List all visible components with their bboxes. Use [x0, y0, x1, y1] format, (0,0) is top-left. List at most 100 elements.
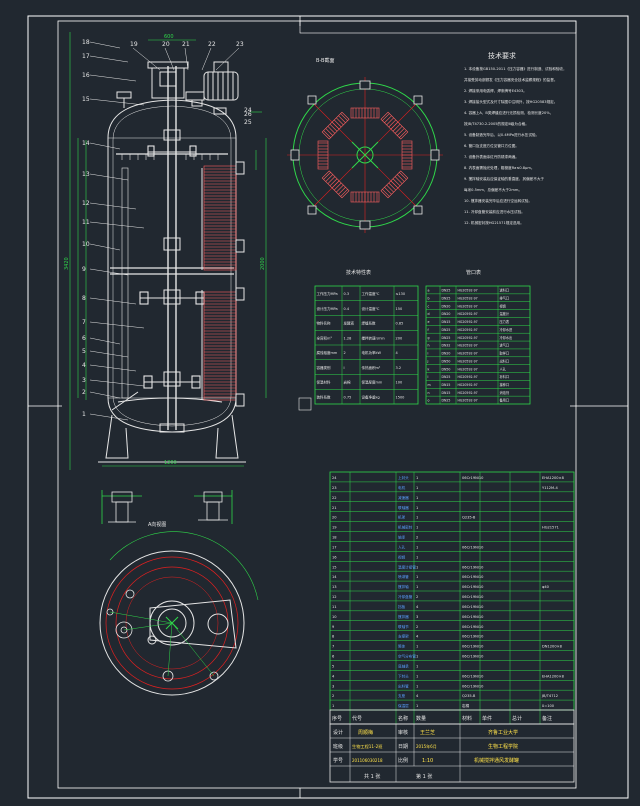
design-cell: 搅拌转速r/min — [362, 335, 385, 340]
head-nozzles — [116, 91, 227, 115]
parts-cell: 3 — [332, 684, 334, 688]
coil-tube — [390, 121, 399, 130]
coil-tube — [323, 130, 331, 138]
nozzle-cell: HG20592-97 — [458, 320, 478, 324]
parts-cell: 19 — [332, 526, 337, 530]
design-cell: 腐蚀裕度mm — [317, 350, 338, 355]
cooling-coils — [203, 165, 237, 401]
leader-line — [89, 173, 129, 181]
nozzle-cell: 取样口 — [500, 351, 510, 356]
coil-tube — [394, 176, 403, 184]
coil-tube — [327, 126, 336, 134]
coil-tube — [340, 189, 348, 197]
coil-tube — [331, 180, 340, 189]
balloon-22: 22 — [208, 41, 216, 48]
school-name: 齐鲁工业大学 — [488, 729, 518, 736]
nozzle-cell: HG20592-97 — [458, 289, 478, 293]
id-label: 学号 — [333, 757, 343, 764]
balloon-26: 26 — [244, 111, 252, 118]
tech-requirement-line: 7. 设备外表面涂红丹防锈漆两遍。 — [464, 154, 519, 159]
parts-cell: 电机 — [398, 485, 406, 490]
fermenter-elevation-view — [98, 61, 246, 463]
parts-header-cell: 序号 — [332, 715, 342, 722]
design-cell: 保温厚度mm — [362, 380, 383, 385]
parts-cell: 06Cr19Ni10 — [462, 655, 484, 659]
parts-cell: 4 — [332, 674, 335, 678]
nozzle-cell: HG20592-97 — [458, 375, 478, 379]
parts-cell: 8 — [332, 635, 335, 639]
balloon-8: 8 — [82, 295, 86, 302]
parts-cell: 减速器 — [398, 495, 409, 500]
coil-tube — [397, 174, 405, 182]
nozzle-cell: 人孔 — [500, 366, 507, 371]
nozzle-cell: HG20592-97 — [458, 336, 478, 340]
nozzle-cell: n — [428, 391, 430, 395]
parts-cell: 轴承 — [398, 535, 406, 540]
leader-line — [89, 413, 129, 421]
parts-cell: 1 — [416, 496, 418, 500]
balloon-24: 24 — [244, 107, 252, 114]
design-cell: 0.75 — [344, 395, 352, 399]
tech-requirement-line: 3. 焊接接头型式及尺寸除图中注明外，按HG20583规定。 — [464, 99, 557, 104]
coil-tube — [384, 187, 392, 195]
balloon-2: 2 — [82, 389, 86, 396]
coil-bank — [380, 111, 409, 140]
parts-cell: 1 — [416, 486, 418, 490]
design-cell: 100 — [396, 381, 403, 385]
parts-cell: JB/T4712 — [541, 694, 558, 698]
date-label: 日期 — [398, 744, 408, 750]
leader-line — [215, 47, 240, 71]
balloon-9: 9 — [82, 266, 86, 273]
leader-line — [89, 221, 145, 229]
design-cell: 保温材料 — [317, 380, 331, 385]
parts-cell: 1 — [416, 585, 418, 589]
balloon-11: 11 — [82, 219, 90, 226]
design-cell: 设备净重kg — [362, 394, 380, 399]
nozzle-cell: HG20592-97 — [458, 304, 478, 308]
view-a-nozzles — [106, 589, 219, 682]
parts-cell: 机械密封 — [398, 525, 413, 530]
nozzle-cell: f — [428, 328, 430, 332]
parts-cell: 1 — [332, 704, 334, 708]
parts-cell: φ40 — [542, 585, 550, 589]
parts-cell: 联轴器 — [398, 505, 409, 510]
nozzle-cell: e — [428, 320, 430, 324]
parts-cell: 06Cr19Ni10 — [462, 615, 484, 619]
nozzle-cell: DN25 — [442, 296, 451, 300]
parts-cell: 13 — [332, 585, 337, 589]
parts-cell: 2 — [332, 694, 334, 698]
parts-cell: EHA1200×8 — [542, 476, 565, 480]
parts-cell: 7 — [332, 645, 334, 649]
coil-tube — [338, 187, 346, 195]
design-cell: 0.4 — [344, 307, 350, 311]
coil-tube — [394, 126, 403, 134]
parts-cell: 出料管 — [398, 683, 409, 688]
tech-requirement-line: 1. 本设备按GB150-2011《压力容器》进行制造、试验和验收， — [464, 66, 567, 71]
parts-cell: 1 — [416, 526, 418, 530]
coil-tube — [392, 123, 401, 132]
outer-frame — [27, 15, 629, 799]
nozzle-cell: 出料口 — [500, 358, 510, 363]
design-cell: 焊缝系数 — [362, 321, 376, 326]
leader-line — [89, 337, 121, 345]
parts-cell: 3 — [416, 615, 418, 619]
nozzle-cell: HG20592-97 — [458, 352, 478, 356]
nozzle-cell: HG20592-97 — [458, 367, 478, 371]
balloon-4: 4 — [82, 362, 86, 369]
nozzle-cell: DN20 — [442, 312, 451, 316]
design-cell: 3.2 — [396, 366, 402, 370]
parts-cell: DN1200×8 — [542, 645, 563, 649]
nozzle-cell: 视镜 — [500, 303, 507, 308]
design-cell: 工作压力MPa — [317, 291, 338, 296]
leader-line — [164, 47, 175, 71]
tech-requirement-line: 12. 机械密封按HG21571规定选用。 — [464, 220, 524, 225]
leader-line — [201, 47, 212, 71]
parts-cell: 1 — [416, 704, 418, 708]
coil-bank — [317, 140, 329, 170]
leader-line — [89, 379, 145, 387]
leader-line — [89, 243, 121, 251]
balloon-20: 20 — [162, 41, 170, 48]
coil-tube — [329, 123, 338, 132]
nozzle-cell: DN50 — [442, 359, 451, 363]
